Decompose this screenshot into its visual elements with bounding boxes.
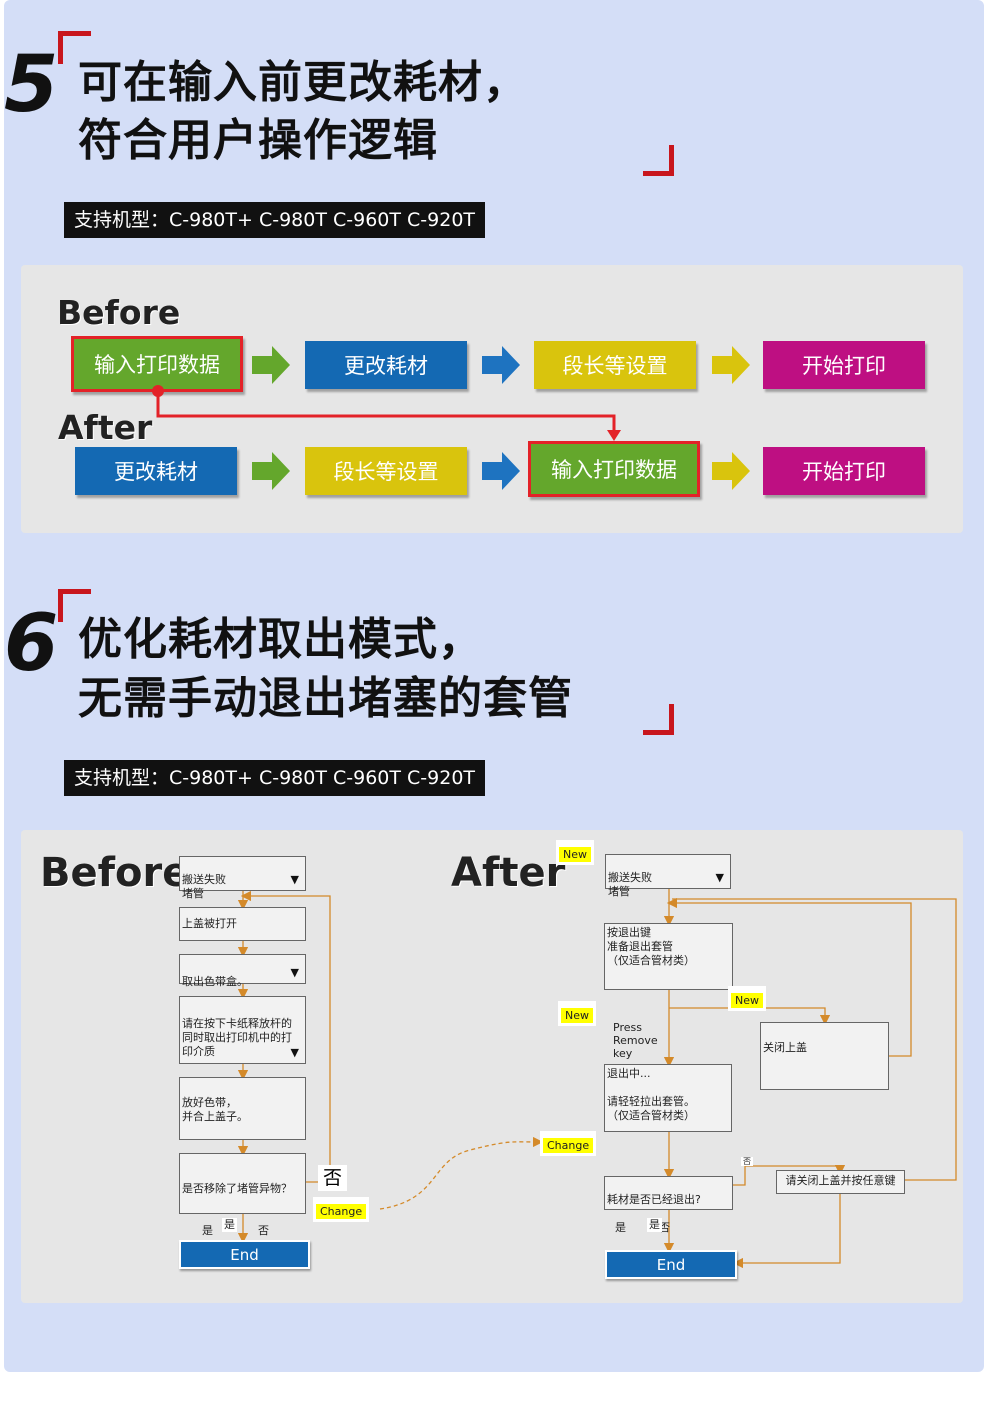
- before-step-change-consumable: 更改耗材: [305, 341, 467, 389]
- section6-support-models: 支持机型：C-980T+ C-980T C-960T C-920T: [64, 760, 486, 796]
- section6-number: 6: [4, 599, 59, 689]
- after-end-node: End: [605, 1250, 737, 1279]
- after-step-input-data: 输入打印数据: [528, 441, 700, 497]
- after-change-tag: Change: [543, 1138, 594, 1153]
- arrow-right-icon: [252, 346, 290, 384]
- after-new-tag-top: New: [559, 847, 591, 862]
- after-box-close-cover: 关闭上盖: [760, 1022, 889, 1090]
- red-bracket-icon: [643, 704, 674, 735]
- after-no-label: 否: [741, 1157, 753, 1166]
- before-change-tag-wrap: Change: [313, 1197, 370, 1222]
- section5-after-label: After: [58, 408, 153, 447]
- after-press-remove-label: Press Remove key: [613, 1021, 658, 1060]
- before-box-replace-ribbon: 放好色带， 并合上盖子。: [179, 1077, 306, 1140]
- after-new-tag-mid-wrap: New: [558, 1001, 596, 1026]
- section5-title-line1: 可在输入前更改耗材，: [78, 57, 528, 108]
- before-box-transport-fail: 搬送失败 堵管 ▼: [179, 856, 306, 900]
- arrow-right-icon: [482, 346, 520, 384]
- before-step-length-settings: 段长等设置: [534, 341, 696, 389]
- arrow-right-icon: [252, 452, 290, 490]
- after-new-tag-mid: New: [561, 1008, 593, 1023]
- section5-support-models: 支持机型：C-980T+ C-980T C-960T C-920T: [64, 202, 486, 238]
- after-question-text: 耗材是否已经退出?: [607, 1193, 701, 1206]
- section5-before-label: Before: [57, 293, 181, 332]
- section5-arrows: [152, 346, 750, 490]
- after-box-ejecting: 退出中... 请轻轻拉出套管。 （仅适合管材类）: [604, 1064, 732, 1132]
- after-question-no: 否: [659, 1221, 670, 1234]
- before-step-input-data: 输入打印数据: [71, 336, 243, 392]
- after-yes-label: 是: [647, 1218, 662, 1232]
- before-yes-label: 是: [222, 1218, 237, 1232]
- before-box-remove-ribbon-text: 取出色带盒。: [182, 975, 248, 988]
- before-change-tag: Change: [316, 1204, 367, 1219]
- arrow-right-icon: [482, 452, 520, 490]
- red-bracket-icon: [58, 589, 91, 622]
- dropdown-icon: ▼: [290, 873, 299, 886]
- dropdown-icon: ▼: [290, 1046, 299, 1059]
- section6-title-line2: 无需手动退出堵塞的套管: [78, 673, 573, 724]
- after-step-change-consumable: 更改耗材: [75, 447, 237, 495]
- after-new-tag-top-wrap: New: [556, 840, 594, 865]
- after-box-close-and-press: 请关闭上盖并按任意键: [776, 1170, 905, 1194]
- before-question-no: 否: [258, 1224, 269, 1237]
- dropdown-icon: ▼: [290, 966, 299, 979]
- after-step-start-print: 开始打印: [763, 447, 925, 495]
- before-box-remove-media-text: 请在按下卡纸释放杆的 同时取出打印机中的打 印介质: [182, 1017, 292, 1058]
- before-step-start-print: 开始打印: [763, 341, 925, 389]
- after-box-press-exit: 按退出键 准备退出套管 （仅适合管材类）: [604, 923, 733, 990]
- before-end-node: End: [179, 1240, 310, 1269]
- section6-after-label: After: [451, 850, 566, 896]
- after-new-tag-right-wrap: New: [728, 986, 766, 1011]
- section6-before-label: Before: [40, 850, 190, 896]
- before-box-remove-ribbon: 取出色带盒。 ▼: [179, 954, 306, 988]
- before-no-label: 否: [318, 1165, 348, 1191]
- arrow-right-icon: [712, 346, 750, 384]
- red-bracket-icon: [58, 31, 91, 64]
- dropdown-icon: ▼: [715, 871, 724, 884]
- section5-number: 5: [4, 40, 59, 130]
- before-box-remove-media: 请在按下卡纸释放杆的 同时取出打印机中的打 印介质 ▼: [179, 996, 306, 1064]
- after-change-tag-wrap: Change: [540, 1131, 597, 1156]
- after-box-transport-fail: 搬送失败 堵管 ▼: [605, 854, 731, 898]
- section6-title-line1: 优化耗材取出模式，: [78, 614, 483, 665]
- after-new-tag-right: New: [731, 993, 763, 1008]
- after-question-yes: 是: [615, 1221, 626, 1234]
- before-box-cover-open: 上盖被打开: [179, 907, 306, 941]
- after-box-transport-fail-text: 搬送失败 堵管: [608, 871, 652, 898]
- before-box-transport-fail-text: 搬送失败 堵管: [182, 873, 226, 900]
- before-box-removed-question: 是否移除了堵管异物？ 是 否: [179, 1153, 306, 1237]
- red-connector-line: [152, 385, 621, 441]
- red-bracket-icon: [643, 145, 674, 176]
- before-question-text: 是否移除了堵管异物？: [182, 1182, 292, 1195]
- before-question-yes: 是: [202, 1224, 213, 1237]
- arrow-right-icon: [712, 452, 750, 490]
- after-box-ejected-question: 耗材是否已经退出? 是 否: [604, 1176, 733, 1234]
- section5-title-line2: 符合用户操作逻辑: [78, 115, 438, 166]
- after-step-length-settings: 段长等设置: [305, 447, 467, 495]
